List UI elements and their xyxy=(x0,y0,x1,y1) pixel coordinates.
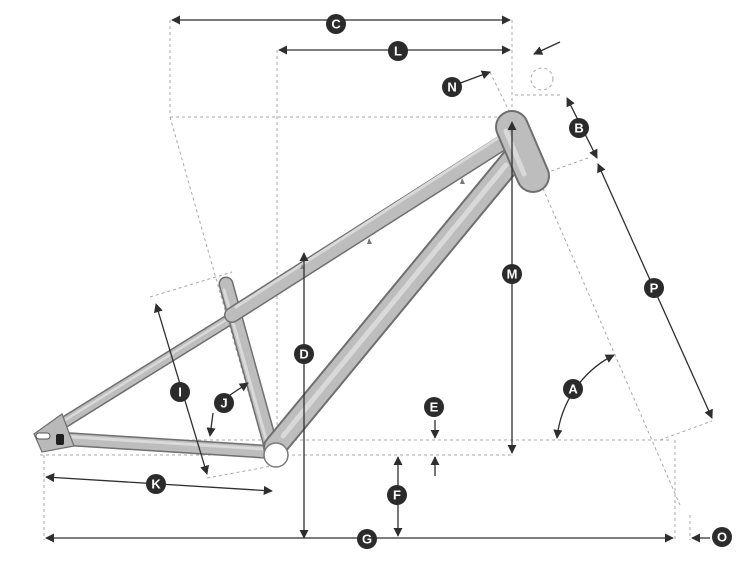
badge-g: G xyxy=(357,529,377,549)
badge-b: B xyxy=(569,118,589,138)
badge-p: P xyxy=(644,278,664,298)
badge-j: J xyxy=(214,393,234,413)
badge-b-label: B xyxy=(574,121,583,136)
badge-m: M xyxy=(502,264,522,284)
badge-j-label: J xyxy=(220,396,227,411)
badge-i: I xyxy=(170,382,190,402)
badge-d-label: D xyxy=(299,347,308,362)
badge-i-label: I xyxy=(178,385,182,400)
badge-o-label: O xyxy=(717,530,727,545)
badge-n-label: N xyxy=(447,80,456,95)
badge-c-label: C xyxy=(331,17,341,32)
reference-guides xyxy=(40,20,713,540)
badge-l-label: L xyxy=(394,44,402,59)
badge-c: C xyxy=(326,14,346,34)
badge-o: O xyxy=(712,527,732,547)
badge-a-label: A xyxy=(568,382,578,397)
badge-g-label: G xyxy=(362,532,372,547)
badge-d: D xyxy=(294,344,314,364)
badge-e-label: E xyxy=(430,400,439,415)
badge-a: A xyxy=(563,379,583,399)
badge-p-label: P xyxy=(650,281,659,296)
badge-k: K xyxy=(146,474,166,494)
bike-frame xyxy=(33,110,550,468)
badge-f: F xyxy=(387,485,407,505)
badge-e: E xyxy=(424,397,444,417)
badge-l: L xyxy=(388,41,408,61)
badge-n: N xyxy=(442,77,462,97)
dimension-lines xyxy=(45,15,713,543)
badge-f-label: F xyxy=(393,488,401,503)
badge-k-label: K xyxy=(151,477,161,492)
badge-m-label: M xyxy=(507,267,518,282)
